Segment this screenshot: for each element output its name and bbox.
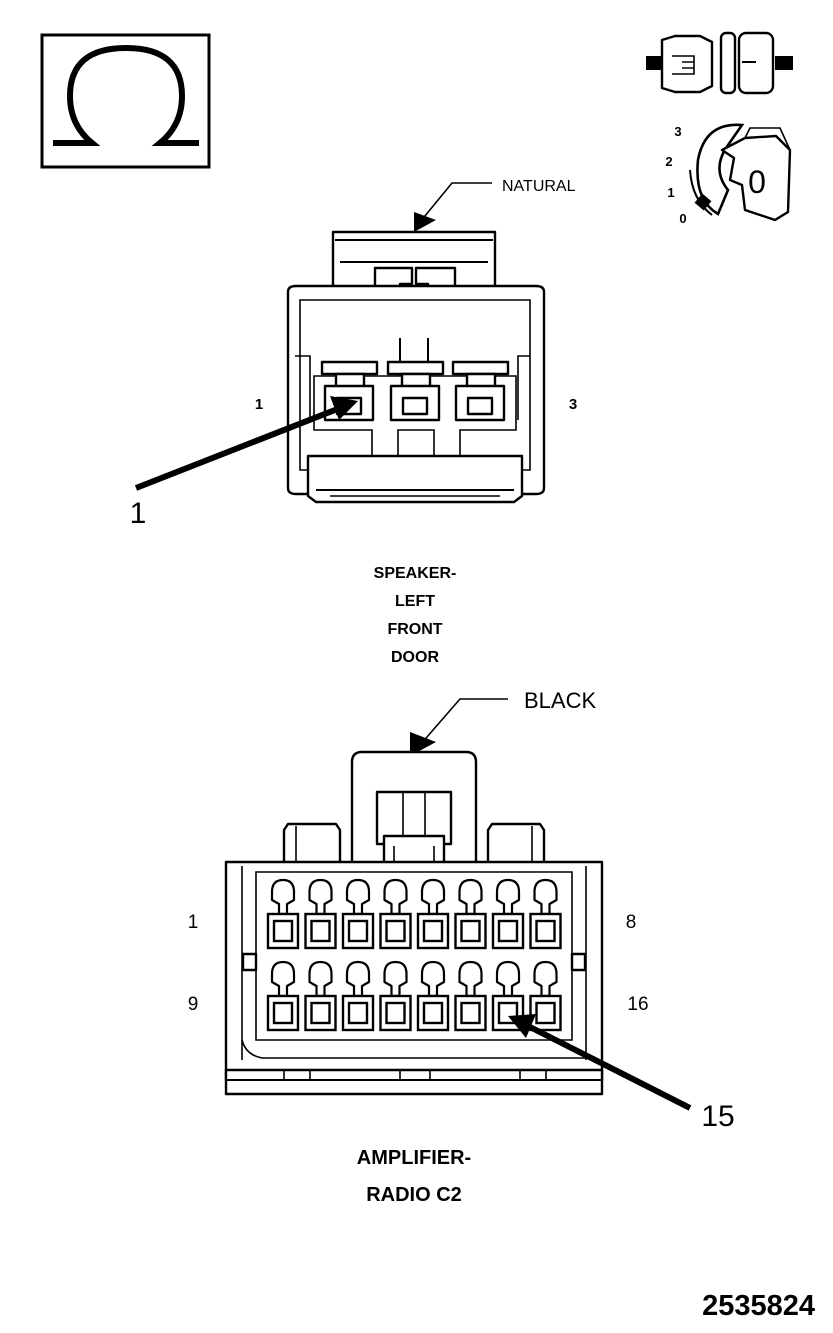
amplifier-color-label: BLACK	[524, 688, 596, 713]
amplifier-pin-6	[454, 878, 487, 950]
speaker-name-line-3: FRONT	[387, 621, 442, 638]
amplifier-pin-10	[304, 960, 337, 1032]
natural-arrow-icon	[414, 212, 436, 232]
ignition-key-icon: 3 2 1 0 0	[665, 123, 792, 226]
ohm-symbol-icon	[40, 33, 211, 169]
speaker-cavity-2	[386, 360, 445, 422]
amplifier-pin-8-label: 8	[626, 912, 637, 933]
amplifier-callout-label: 15	[701, 1100, 734, 1133]
speaker-color-label: NATURAL	[502, 178, 576, 195]
speaker-callout-label: 1	[130, 497, 147, 530]
speaker-connector-name: SPEAKER- LEFT FRONT DOOR	[374, 565, 457, 666]
connector-disconnected-icon	[646, 31, 793, 95]
amplifier-pin-13	[416, 960, 450, 1032]
amplifier-pin-4	[379, 878, 412, 950]
figure-number: 2535824	[702, 1290, 815, 1322]
amplifier-pin-14	[454, 960, 487, 1032]
ignition-position-2: 2	[665, 154, 672, 169]
black-arrow-icon	[410, 732, 436, 756]
amplifier-pin-field	[266, 878, 562, 1032]
amplifier-connector-drawing: BLACK 1 8 9 16 15	[188, 688, 735, 1133]
amplifier-pin-5	[416, 878, 450, 950]
amplifier-pin-9	[266, 960, 300, 1032]
speaker-pin-1-label: 1	[255, 396, 263, 413]
speaker-name-line-2: LEFT	[395, 593, 435, 610]
callout-arrow-1-icon	[330, 396, 358, 420]
ignition-key-label: 0	[748, 164, 766, 200]
ignition-position-0: 0	[679, 211, 686, 226]
amplifier-pin-11	[341, 960, 375, 1032]
speaker-name-line-1: SPEAKER-	[374, 565, 457, 582]
amplifier-pin-7	[491, 878, 525, 950]
amplifier-pin-1-label: 1	[188, 912, 199, 933]
callout-arrow-15-icon	[508, 1014, 536, 1038]
speaker-name-line-4: DOOR	[391, 649, 439, 666]
speaker-cavity-3	[451, 360, 510, 422]
speaker-connector-drawing: NATURAL	[130, 178, 578, 530]
amplifier-pin-8	[529, 878, 562, 950]
amplifier-pin-3	[341, 878, 375, 950]
amplifier-name-line-2: RADIO C2	[366, 1184, 462, 1206]
amplifier-connector-name: AMPLIFIER- RADIO C2	[357, 1147, 471, 1206]
amplifier-pin-9-label: 9	[188, 994, 199, 1015]
amplifier-pin-16-label: 16	[627, 994, 648, 1015]
amplifier-pin-12	[379, 960, 412, 1032]
amplifier-pin-16	[529, 960, 562, 1032]
amplifier-pin-1	[266, 878, 300, 950]
speaker-pin-3-label: 3	[569, 396, 577, 413]
amplifier-name-line-1: AMPLIFIER-	[357, 1147, 471, 1169]
ignition-position-1: 1	[667, 185, 674, 200]
amplifier-pin-2	[304, 878, 337, 950]
ignition-position-3: 3	[674, 124, 681, 139]
